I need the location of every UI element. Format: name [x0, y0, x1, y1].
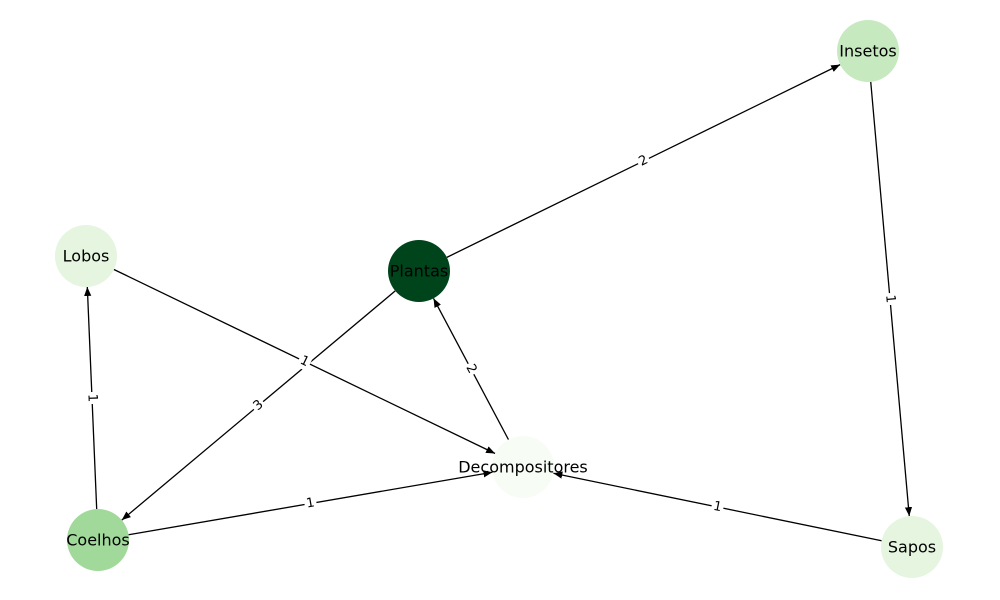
node-label: Sapos — [888, 538, 936, 557]
node-lobos: Lobos — [55, 225, 117, 287]
node-sapos: Sapos — [881, 516, 943, 578]
edge-label-plantas-to-coelhos: 3 — [248, 395, 269, 416]
nodes-layer: InsetosLobosPlantasDecompositoresCoelhos… — [55, 20, 943, 578]
edge-label-background — [710, 497, 725, 517]
edge-label-coelhos-to-decompositores: 1 — [303, 494, 318, 513]
node-coelhos: Coelhos — [66, 509, 130, 571]
edge-weight-label: 1 — [712, 499, 723, 515]
edge-label-background — [881, 292, 899, 306]
node-circle — [67, 509, 129, 571]
edge-label-background — [461, 359, 481, 379]
node-label: Decompositores — [458, 458, 588, 477]
node-circle — [837, 20, 899, 82]
node-label: Lobos — [63, 247, 110, 266]
edge-label-insetos-to-sapos: 1 — [881, 292, 899, 306]
node-decompositores: Decompositores — [458, 436, 588, 498]
node-label: Plantas — [390, 262, 448, 281]
edge-label-background — [303, 494, 318, 513]
node-circle — [388, 240, 450, 302]
node-circle — [55, 225, 117, 287]
node-label: Insetos — [839, 42, 896, 61]
edge-weight-label: 1 — [305, 495, 316, 511]
edge-label-background — [83, 391, 101, 405]
node-plantas: Plantas — [388, 240, 450, 302]
edge-label-lobos-to-decompositores: 1 — [295, 351, 314, 372]
node-insetos: Insetos — [837, 20, 899, 82]
edge-label-sapos-to-decompositores: 1 — [710, 497, 725, 517]
edge-labels-layer: 2 3 1 1 1 1 1 2 — [83, 151, 899, 517]
edge-weight-label: 1 — [84, 394, 99, 403]
edge-label-background — [248, 395, 269, 416]
node-circle — [881, 516, 943, 578]
edge-label-plantas-to-insetos: 2 — [634, 151, 653, 171]
node-circle — [492, 436, 554, 498]
edge-label-background — [295, 351, 314, 372]
edge-label-decompositores-to-plantas: 2 — [461, 359, 481, 379]
edge-label-background — [634, 151, 653, 171]
edge-label-coelhos-to-lobos: 1 — [83, 391, 101, 405]
edge-weight-label: 1 — [882, 294, 898, 304]
node-label: Coelhos — [66, 531, 130, 550]
